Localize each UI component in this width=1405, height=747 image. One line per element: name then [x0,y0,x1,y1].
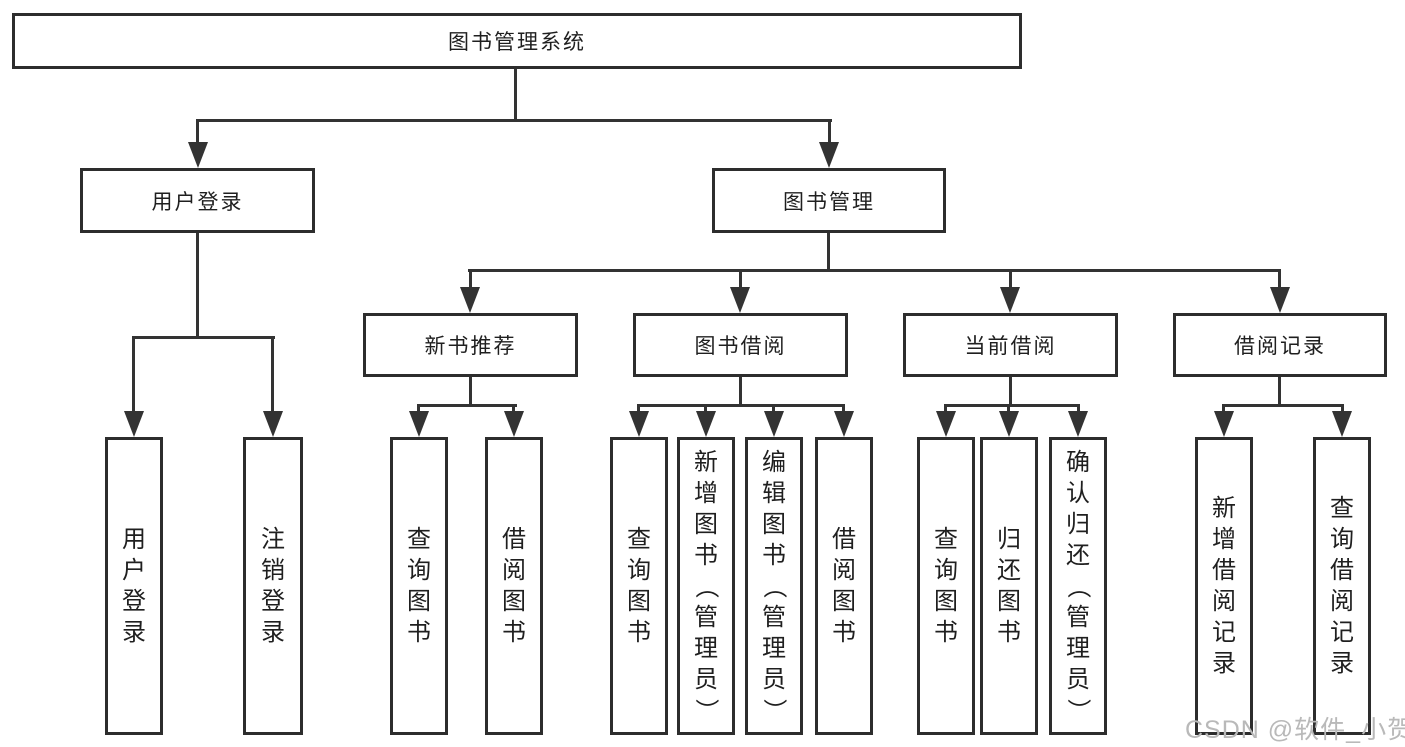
arrow-down-icon [188,142,208,168]
connector-line [1009,269,1012,290]
node-root: 图书管理系统 [12,13,1022,69]
arrow-down-icon [1332,411,1352,437]
leaf-user-login: 用户登录 [105,437,163,735]
connector-line [196,119,832,122]
connector-line [1222,404,1344,407]
arrow-down-icon [504,411,524,437]
connector-line [739,269,742,290]
connector-line [512,404,515,414]
leaf-borrow-query-book: 查询图书 [610,437,668,735]
arrow-down-icon [819,142,839,168]
connector-line [1341,404,1344,414]
node-current-borrowing: 当前借阅 [903,313,1118,377]
connector-line [1278,269,1281,290]
connector-line [772,404,775,414]
connector-line [1009,377,1012,407]
connector-line [271,336,274,412]
arrow-down-icon [1270,287,1290,313]
node-new-book-recommendation: 新书推荐 [363,313,578,377]
node-book-management: 图书管理 [712,168,946,233]
leaf-current-query-book: 查询图书 [917,437,975,735]
connector-line [132,336,275,339]
leaf-current-return-book: 归还图书 [980,437,1038,735]
connector-line [514,69,517,121]
connector-line [469,377,472,407]
leaf-borrow-edit-book-admin: 编辑图书（管理员） [745,437,803,735]
arrow-down-icon [1068,411,1088,437]
connector-line [417,404,517,407]
connector-line [1222,404,1225,414]
arrow-down-icon [460,287,480,313]
leaf-records-query-borrow-record: 查询借阅记录 [1313,437,1371,735]
connector-line [468,269,1281,272]
arrow-down-icon [409,411,429,437]
arrow-down-icon [999,411,1019,437]
connector-line [132,336,135,412]
leaf-recommend-borrow-book: 借阅图书 [485,437,543,735]
arrow-down-icon [1000,287,1020,313]
connector-line [1278,377,1281,407]
connector-line [828,119,831,147]
leaf-logout: 注销登录 [243,437,303,735]
connector-line [944,404,947,414]
connector-line [1077,404,1080,414]
connector-line [842,404,845,414]
arrow-down-icon [1214,411,1234,437]
arrow-down-icon [629,411,649,437]
connector-line [827,233,830,272]
connector-line [944,404,1080,407]
connector-line [739,377,742,407]
connector-line [469,269,472,290]
arrow-down-icon [936,411,956,437]
node-user-login: 用户登录 [80,168,315,233]
connector-line [1007,404,1010,414]
node-book-borrowing: 图书借阅 [633,313,848,377]
leaf-records-add-borrow-record: 新增借阅记录 [1195,437,1253,735]
leaf-current-confirm-return-admin: 确认归还（管理员） [1049,437,1107,735]
arrow-down-icon [730,287,750,313]
arrow-down-icon [263,411,283,437]
connector-line [196,119,199,147]
leaf-borrow-add-book-admin: 新增图书（管理员） [677,437,735,735]
arrow-down-icon [764,411,784,437]
connector-line [196,233,199,339]
arrow-down-icon [834,411,854,437]
arrow-down-icon [124,411,144,437]
watermark: CSDN @软件_小贺同学 [1185,716,1405,744]
arrow-down-icon [696,411,716,437]
leaf-recommend-query-book: 查询图书 [390,437,448,735]
node-borrowing-records: 借阅记录 [1173,313,1387,377]
connector-line [417,404,420,414]
connector-line [637,404,640,414]
connector-line [637,404,845,407]
leaf-borrow-borrow-book: 借阅图书 [815,437,873,735]
connector-line [704,404,707,414]
